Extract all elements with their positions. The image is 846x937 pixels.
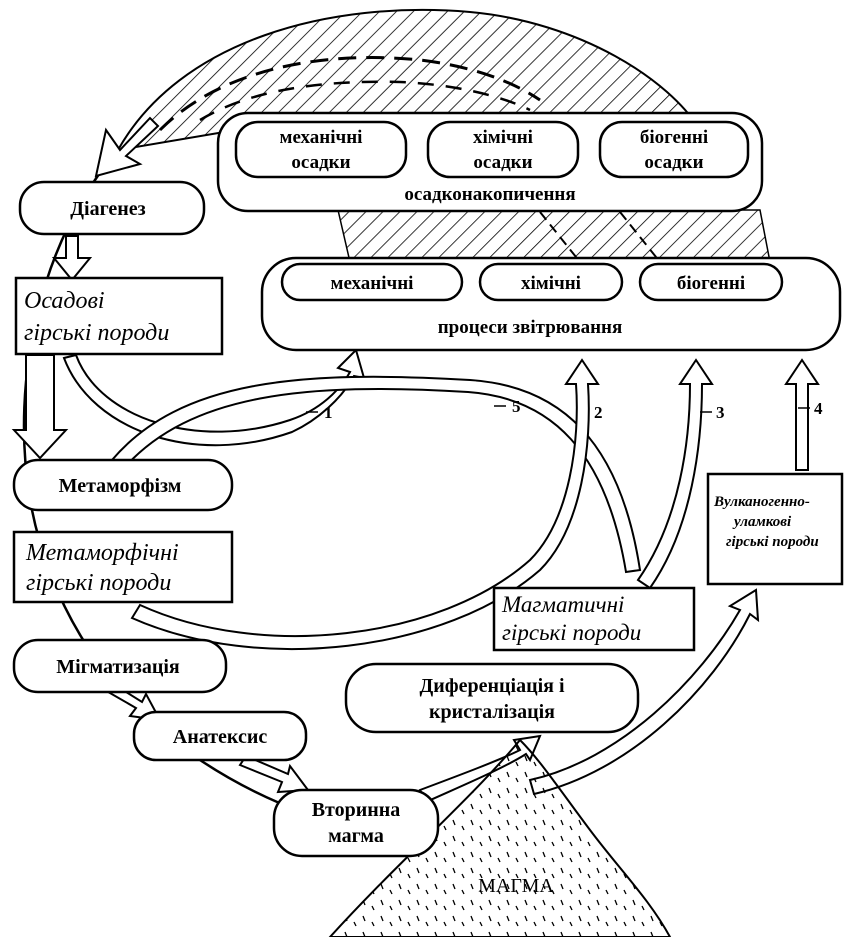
secondary-magma-line2: магма <box>328 825 384 847</box>
metamorphic-rocks-line2: гірські породи <box>26 570 171 596</box>
path-number-3: 3 <box>716 403 725 422</box>
volcanoclastic-rocks-line2: уламкові <box>732 514 792 530</box>
hatched-band <box>338 210 770 262</box>
path-3-arrow <box>638 360 712 588</box>
mechanical-weathering-label: механічні <box>331 273 414 294</box>
chemical-sediment-line1: хімічні <box>473 127 533 148</box>
biogenic-weathering-label: біогенні <box>677 273 745 294</box>
sedimentary-rocks-line2: гірські породи <box>24 320 169 346</box>
mechanical-sediment-line2: осадки <box>291 152 350 173</box>
migmatization-label: Мігматизація <box>56 656 180 678</box>
volcanoclastic-rocks-line1: Вулканогенно- <box>713 494 810 510</box>
magma-label: МАГМА <box>478 875 554 897</box>
volcanoclastic-rocks-line3: гірські породи <box>726 534 819 550</box>
differentiation-line2: кристалізація <box>429 701 555 723</box>
biogenic-sediment-line1: біогенні <box>640 127 708 148</box>
anatexis-to-magma-arrow <box>240 756 308 792</box>
anatexis-label: Анатексис <box>173 726 268 748</box>
weathering-processes-label: процеси звітрювання <box>438 317 623 338</box>
path-number-4: 4 <box>814 399 823 418</box>
chemical-weathering-label: хімічні <box>521 273 581 294</box>
mechanical-sediment-line1: механічні <box>280 127 363 148</box>
chemical-sediment-line2: осадки <box>473 152 532 173</box>
magmatic-rocks-line1: Магматичні <box>501 592 624 617</box>
path-number-5: 5 <box>512 397 521 416</box>
secondary-magma-line1: Вторинна <box>312 799 401 821</box>
metamorphism-label: Метаморфізм <box>59 475 182 497</box>
sedimentation-label: осадконакопичення <box>404 184 575 205</box>
biogenic-sediment-line2: осадки <box>644 152 703 173</box>
diagenesis-label: Діагенез <box>70 198 145 220</box>
differentiation-line1: Диференціація і <box>419 675 565 697</box>
metamorphic-rocks-line1: Метаморфічні <box>25 540 179 566</box>
sedimentary-to-metamorphism-arrow <box>14 355 66 458</box>
path-number-1: 1 <box>324 403 333 422</box>
sedimentary-rocks-line1: Осадові <box>24 288 105 314</box>
magmatic-rocks-line2: гірські породи <box>502 620 641 645</box>
path-number-2: 2 <box>594 403 603 422</box>
dome-to-diagenesis-arrow <box>96 118 158 176</box>
